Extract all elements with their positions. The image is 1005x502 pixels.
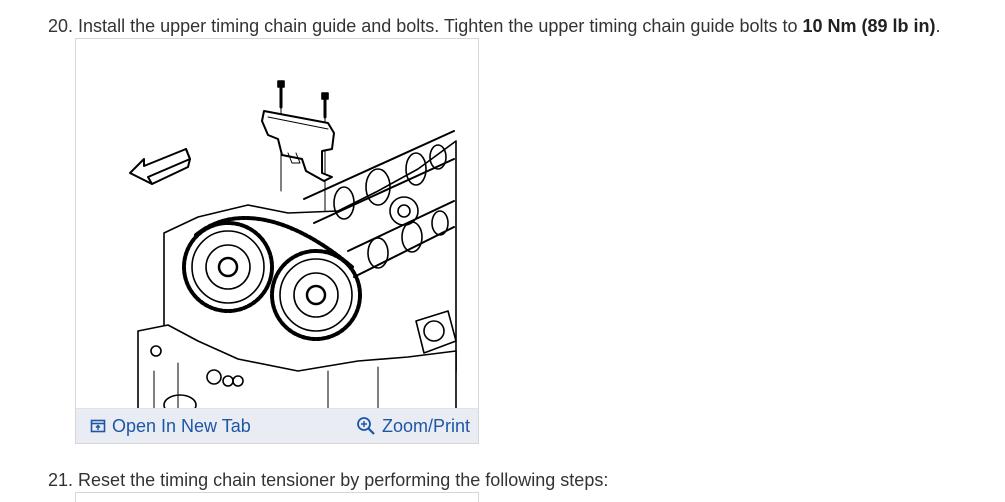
open-new-tab-icon	[90, 419, 106, 433]
front-arrow-icon	[129, 148, 191, 185]
open-in-new-tab-link[interactable]: Open In New Tab	[90, 415, 251, 437]
step-number: 20.	[48, 16, 74, 36]
step-suffix: .	[935, 16, 941, 36]
exhaust-sprocket	[270, 249, 362, 341]
step-20: 20. Install the upper timing chain guide…	[48, 15, 941, 37]
camshaft	[303, 130, 455, 278]
open-in-new-tab-label: Open In New Tab	[112, 416, 251, 436]
step-text: Reset the timing chain tensioner by perf…	[78, 470, 609, 490]
zoom-magnifier-icon	[357, 417, 375, 435]
figure-toolbar: Open In New Tab Zoom/Print	[76, 408, 478, 443]
zoom-print-label: Zoom/Print	[381, 416, 470, 436]
zoom-print-link[interactable]: Zoom/Print	[356, 415, 470, 437]
intake-sprocket	[182, 221, 274, 313]
upper-chain-guide	[261, 110, 335, 182]
step-text: Install the upper timing chain guide and…	[78, 16, 803, 36]
torque-spec: 10 Nm (89 lb in)	[802, 16, 936, 36]
step-number: 21.	[48, 470, 74, 490]
figure-upper-timing-chain-guide: Open In New Tab Zoom/Print	[75, 38, 479, 444]
step-21: 21. Reset the timing chain tensioner by …	[48, 469, 608, 491]
next-figure-frame	[75, 492, 479, 502]
timing-chain-illustration	[129, 80, 457, 411]
